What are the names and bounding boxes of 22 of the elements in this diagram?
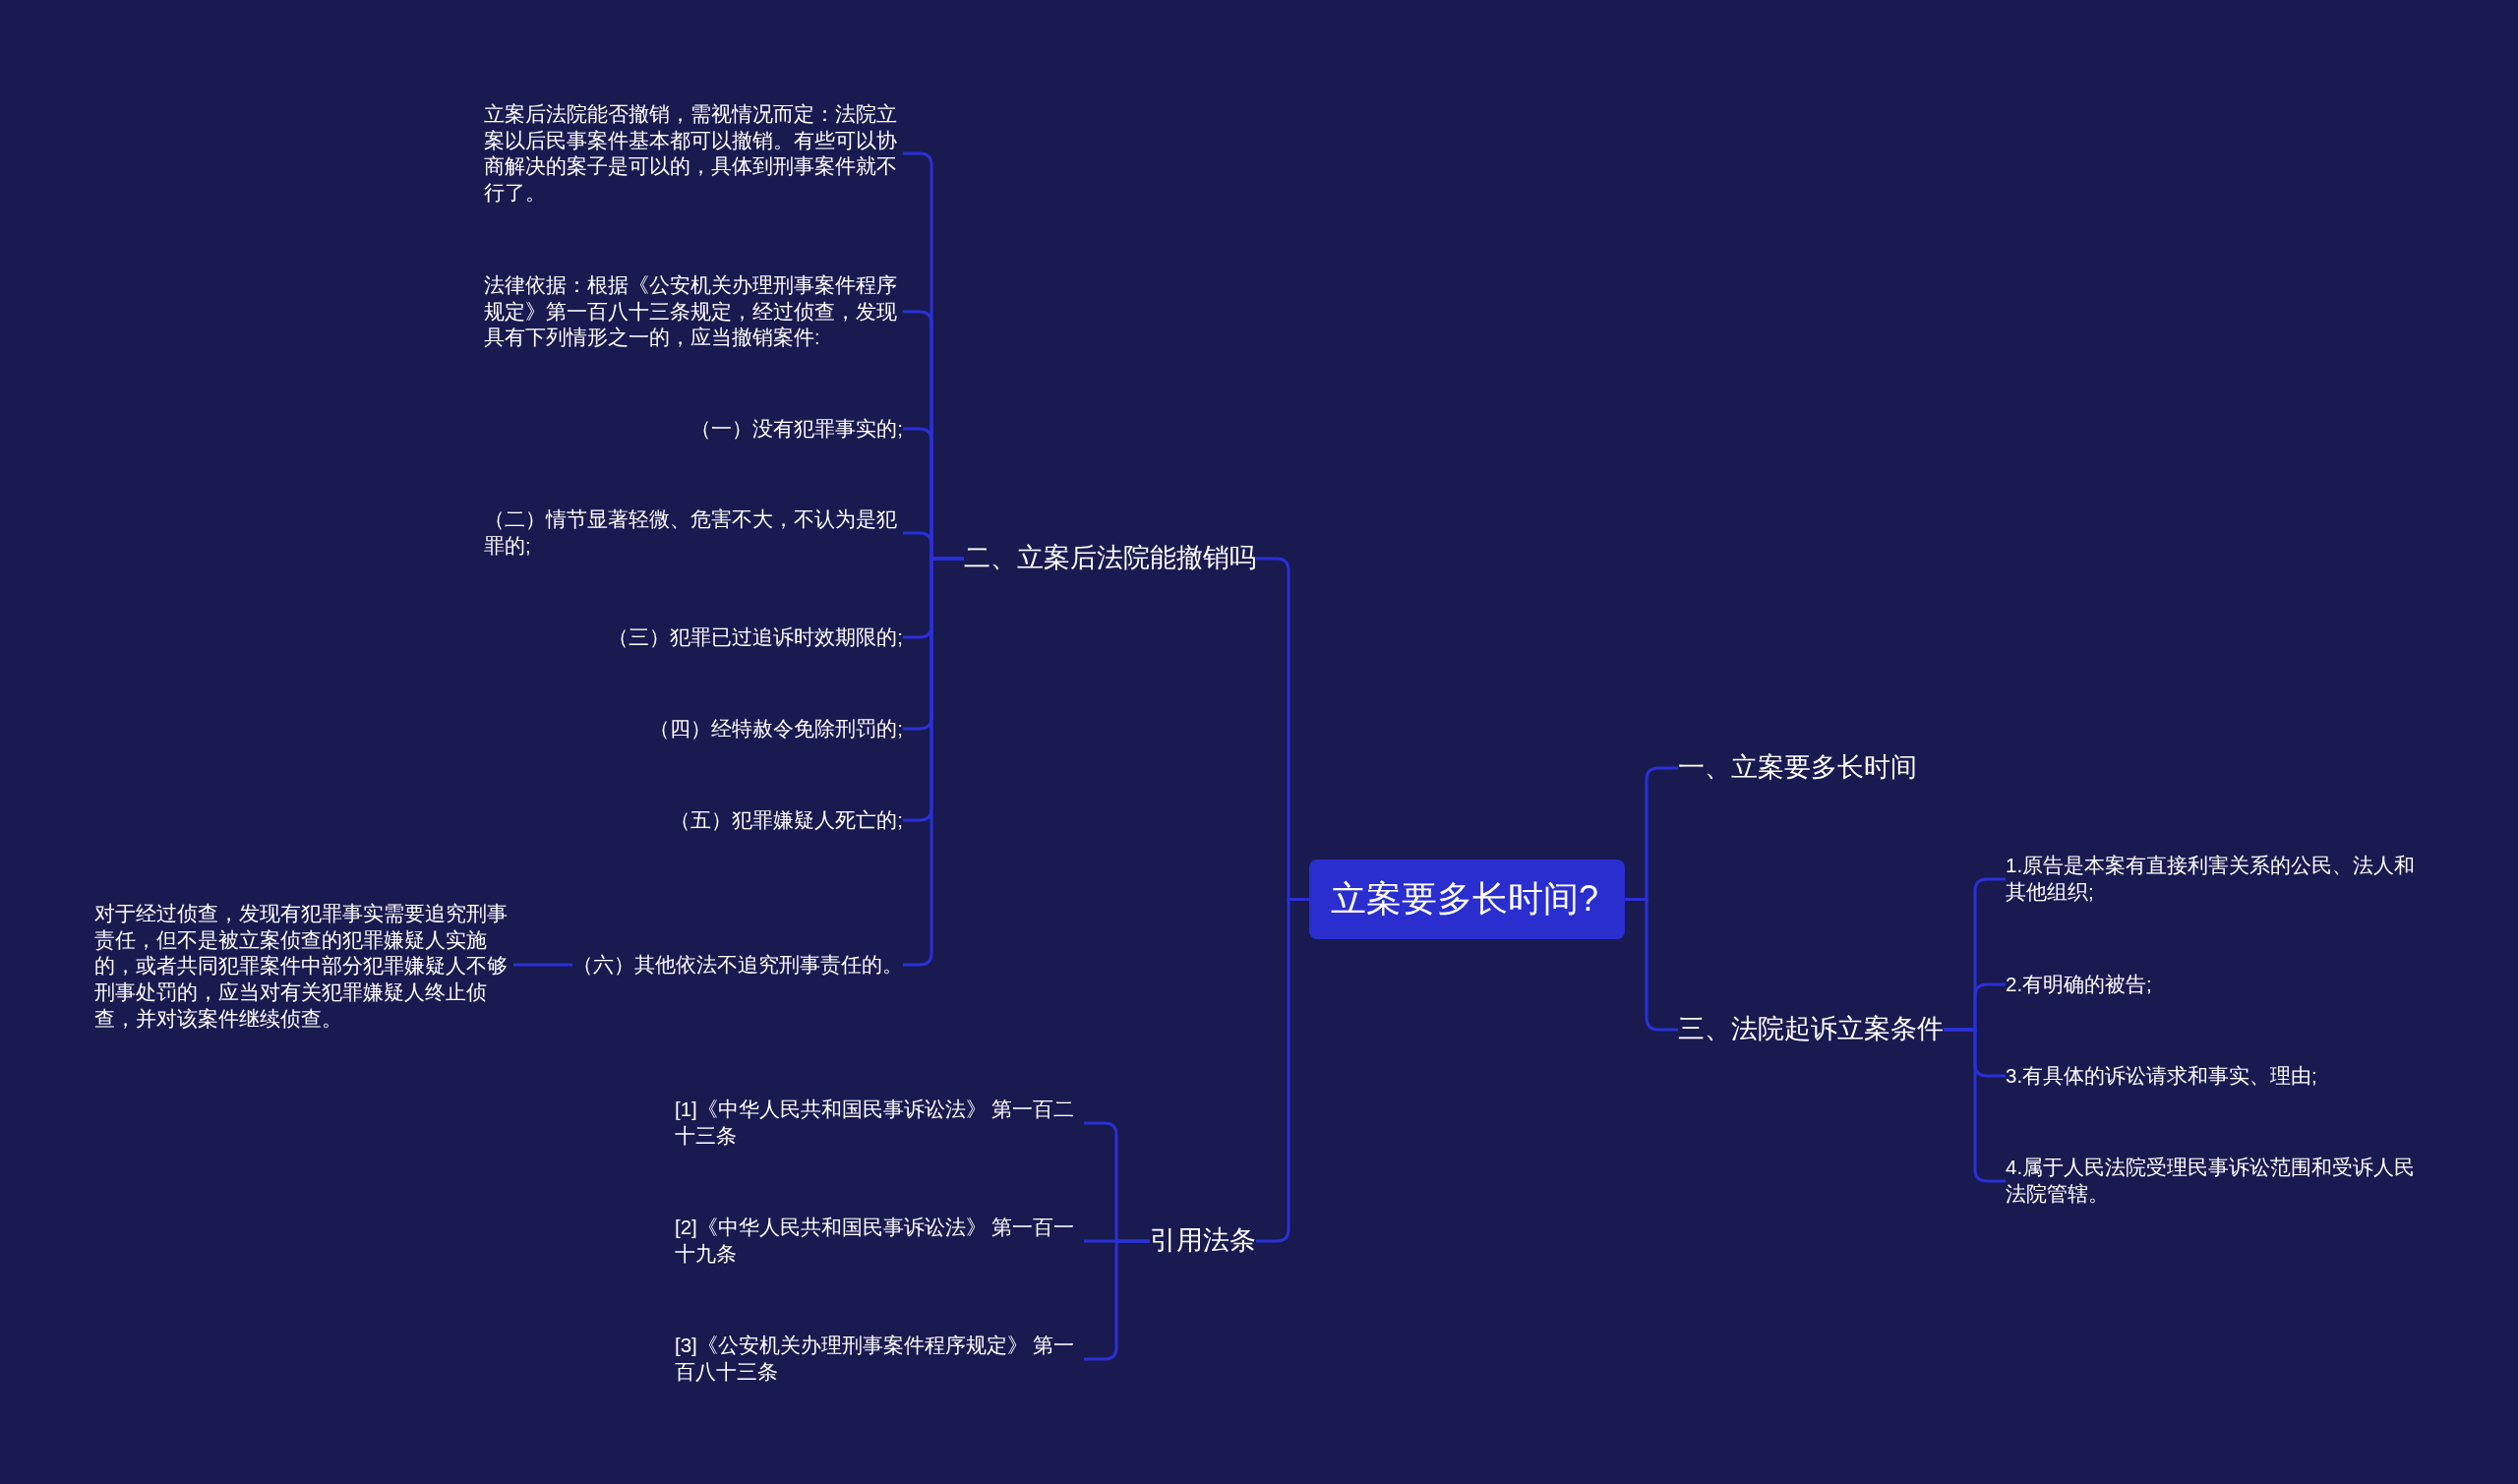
leaf-topic: [1]《中华人民共和国民事诉讼法》 第一百二十三条 bbox=[675, 1097, 1084, 1150]
leaf-topic: 1.原告是本案有直接利害关系的公民、法人和其他组织; bbox=[2006, 853, 2423, 906]
branch-topic: 三、法院起诉立案条件 bbox=[1678, 1012, 1944, 1047]
branch-topic: 二、立案后法院能撤销吗 bbox=[964, 541, 1256, 576]
leaf-topic: （三）犯罪已过追诉时效期限的; bbox=[608, 623, 903, 651]
leaf-topic: [3]《公安机关办理刑事案件程序规定》 第一百八十三条 bbox=[675, 1333, 1084, 1386]
leaf-topic: （五）犯罪嫌疑人死亡的; bbox=[670, 806, 903, 834]
leaf-topic: （一）没有犯罪事实的; bbox=[690, 415, 903, 443]
leaf-topic: 对于经过侦查，发现有犯罪事实需要追究刑事责任，但不是被立案侦查的犯罪嫌疑人实施的，或者共同犯罪案件中部分犯罪嫌疑人不够刑事处罚的，应当对有关犯罪嫌疑人终止侦查，并对该案件继续侦查。 bbox=[94, 901, 513, 1033]
leaf-topic: 3.有具体的诉讼请求和事实、理由; bbox=[2006, 1062, 2317, 1090]
branch-topic: 一、立案要多长时间 bbox=[1678, 750, 1917, 786]
leaf-topic: 2.有明确的被告; bbox=[2006, 971, 2152, 998]
leaf-topic: [2]《中华人民共和国民事诉讼法》 第一百一十九条 bbox=[675, 1215, 1084, 1268]
connector-line bbox=[513, 963, 572, 967]
leaf-topic: （二）情节显著轻微、危害不大，不认为是犯罪的; bbox=[484, 506, 903, 560]
branch-topic: 引用法条 bbox=[1150, 1223, 1256, 1259]
leaf-topic: 立案后法院能否撤销，需视情况而定：法院立案以后民事案件基本都可以撤销。有些可以协商解决的案子是可以的，具体到刑事案件就不行了。 bbox=[484, 100, 903, 207]
leaf-topic: 4.属于人民法院受理民事诉讼范围和受诉人民法院管辖。 bbox=[2006, 1155, 2423, 1208]
central-topic-box: 立案要多长时间? bbox=[1309, 860, 1625, 939]
leaf-topic: 法律依据：根据《公安机关办理刑事案件程序规定》第一百八十三条规定，经过侦查，发现具有下列情形之一的，应当撤销案件: bbox=[484, 272, 903, 351]
leaf-topic: （四）经特赦令免除刑罚的; bbox=[649, 715, 903, 742]
leaf-topic: （六）其他依法不追究刑事责任的。 bbox=[572, 951, 903, 979]
